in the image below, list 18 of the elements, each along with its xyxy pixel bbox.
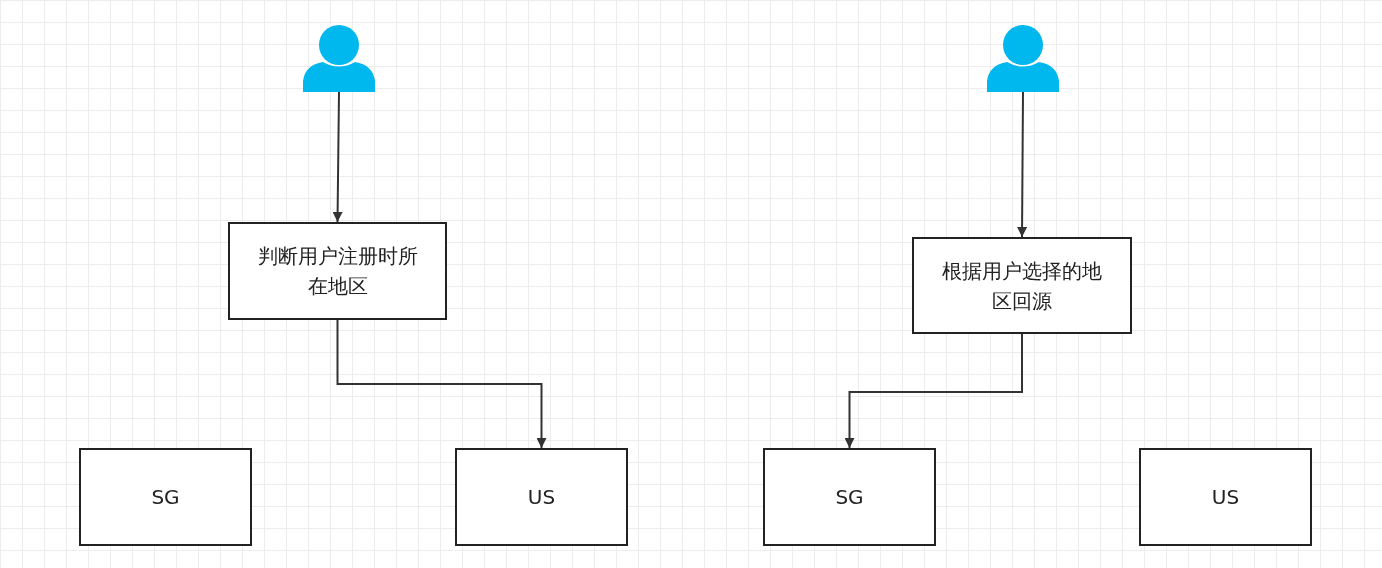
box-label: 判断用户注册时所在地区 — [256, 243, 419, 300]
process-box — [228, 222, 447, 320]
box-label: US — [527, 484, 556, 511]
process-box — [763, 448, 936, 546]
box-label: SG — [151, 484, 180, 511]
arrow — [336, 319, 547, 449]
process-box — [79, 448, 252, 546]
arrow — [332, 91, 343, 223]
box-label: 根据用户选择的地区回源 — [941, 257, 1103, 315]
process-box — [1139, 448, 1312, 546]
box-label: SG — [835, 484, 864, 511]
arrow — [844, 333, 1023, 449]
arrow — [1017, 91, 1028, 238]
box-label: US — [1211, 484, 1240, 511]
process-box — [455, 448, 628, 546]
person-icon — [303, 25, 375, 92]
person-icon — [987, 25, 1059, 92]
process-box — [912, 237, 1132, 334]
